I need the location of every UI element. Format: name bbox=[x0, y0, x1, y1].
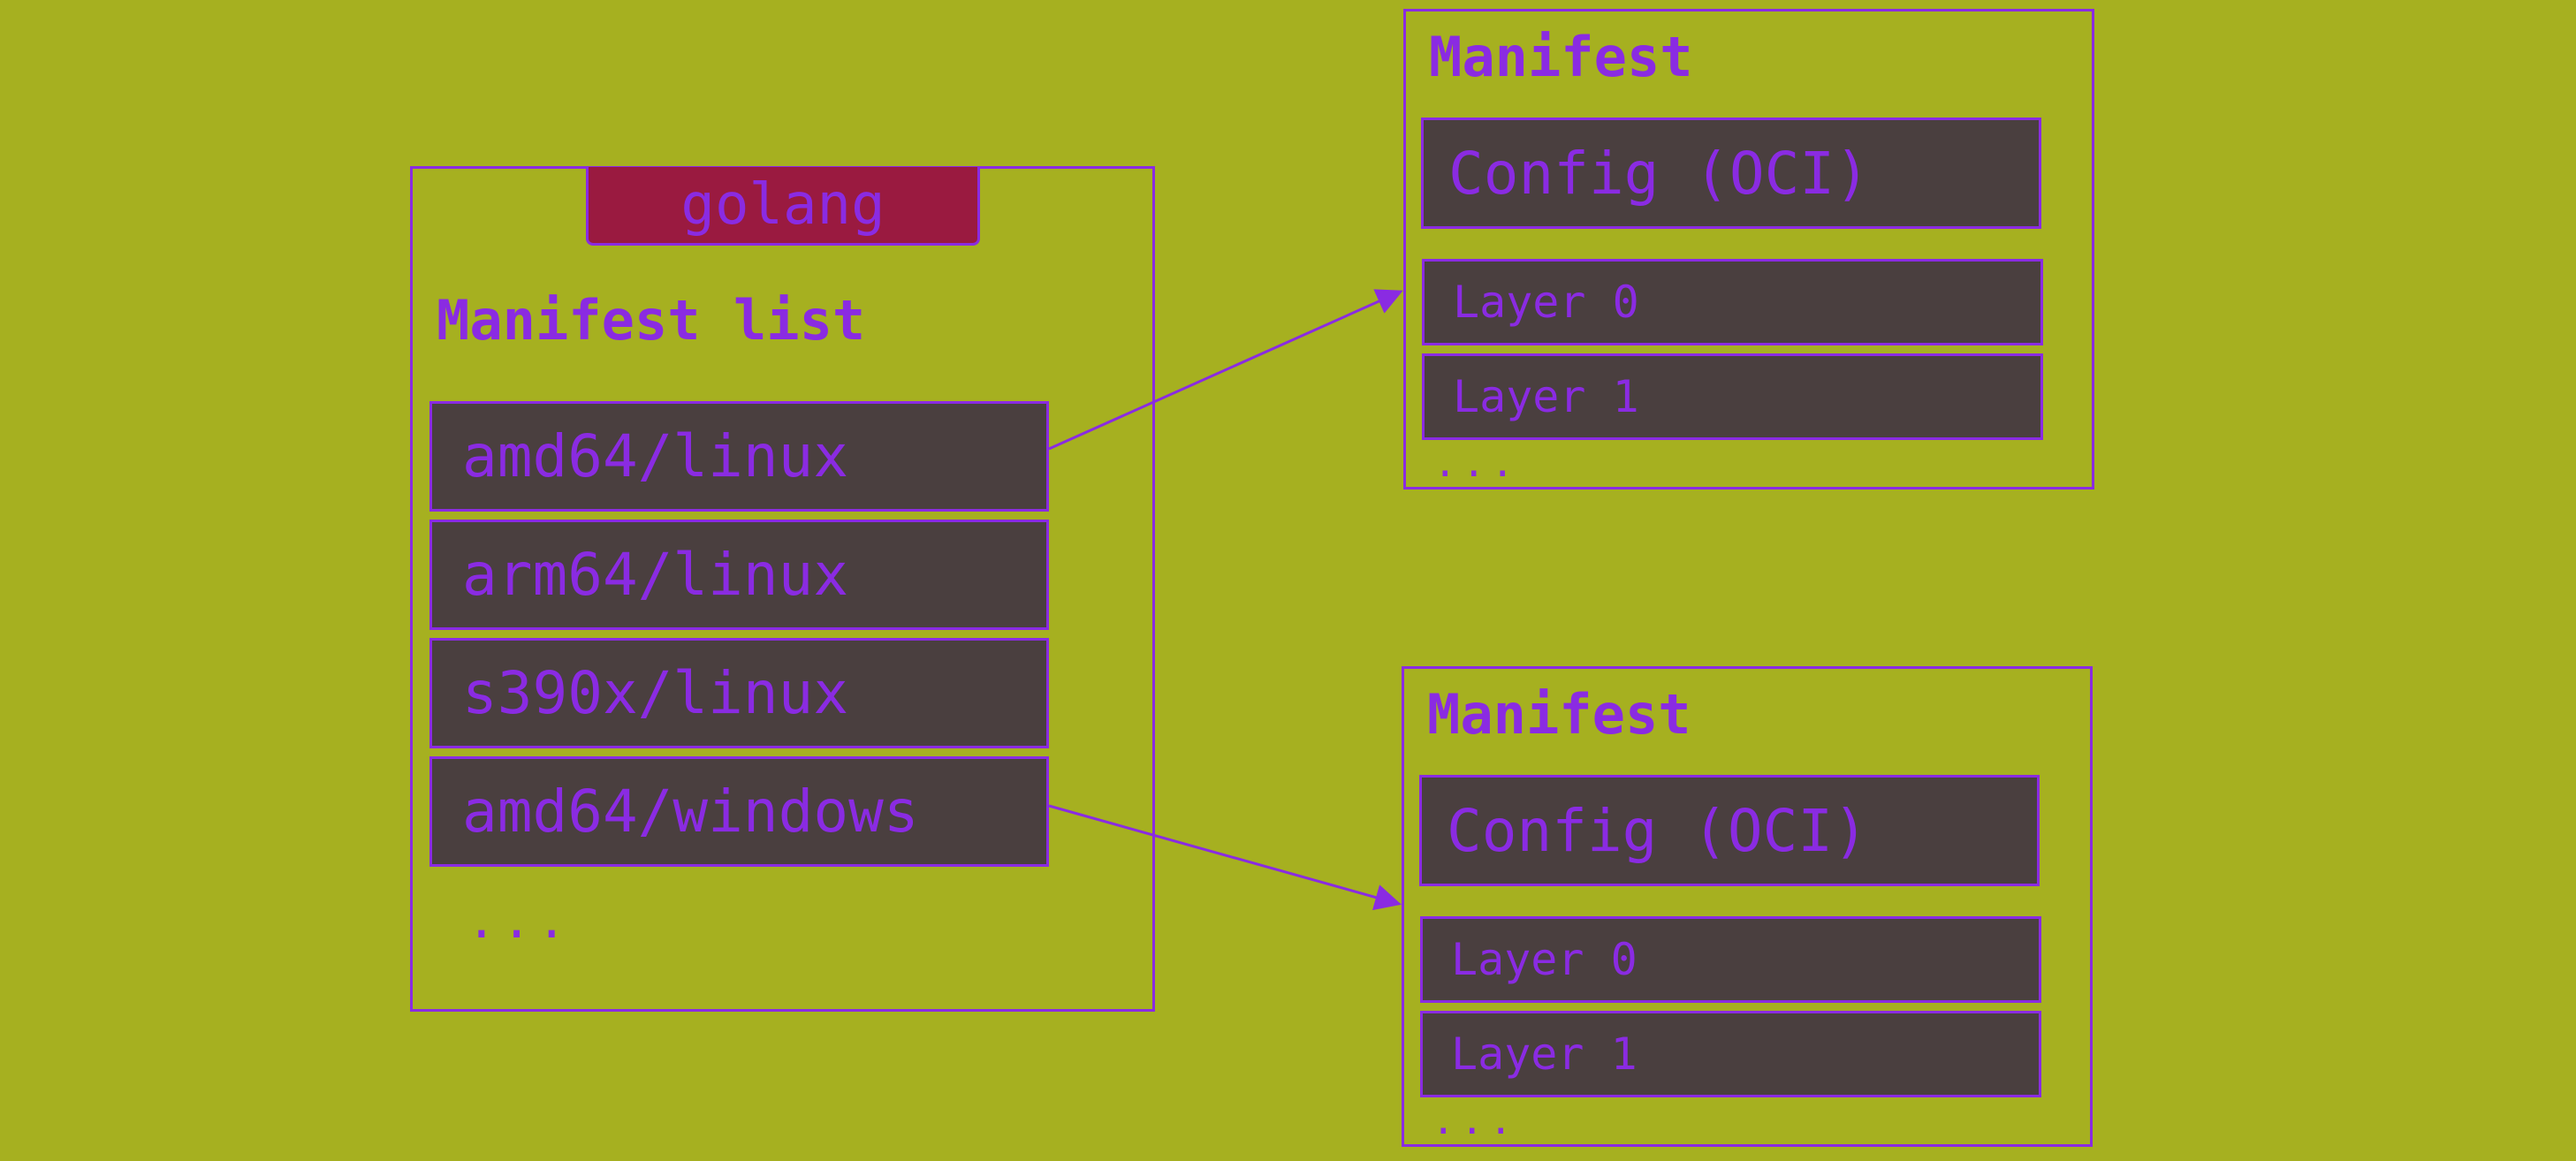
layer-label: Layer 1 bbox=[1451, 1028, 1638, 1080]
manifest-config: Config (OCI) bbox=[1421, 118, 2041, 229]
manifest-box-bottom bbox=[1402, 666, 2093, 1147]
manifest-layer: Layer 0 bbox=[1422, 259, 2043, 345]
platform-entry-s390x-linux: s390x/linux bbox=[429, 638, 1049, 748]
config-label: Config (OCI) bbox=[1448, 139, 1870, 208]
manifest-box-top bbox=[1403, 9, 2094, 489]
platform-label: amd64/linux bbox=[462, 422, 849, 490]
manifest-title: Manifest bbox=[1429, 25, 1693, 89]
config-label: Config (OCI) bbox=[1447, 796, 1868, 865]
layer-label: Layer 0 bbox=[1453, 277, 1639, 328]
platform-entry-arm64-linux: arm64/linux bbox=[429, 520, 1049, 630]
layer-label: Layer 1 bbox=[1453, 371, 1639, 422]
layer-label: Layer 0 bbox=[1451, 934, 1638, 985]
arrow-amd64-windows-to-manifest bbox=[1048, 804, 1402, 911]
image-tag: golang bbox=[586, 167, 980, 246]
manifest-layer: Layer 1 bbox=[1420, 1011, 2041, 1097]
manifest-layer: Layer 1 bbox=[1422, 353, 2043, 440]
platform-entry-amd64-linux: amd64/linux bbox=[429, 401, 1049, 512]
manifest-more: ... bbox=[1433, 441, 1520, 486]
manifest-title: Manifest bbox=[1427, 682, 1691, 747]
manifest-more: ... bbox=[1432, 1098, 1518, 1143]
manifest-layer: Layer 0 bbox=[1420, 916, 2041, 1003]
platform-label: s390x/linux bbox=[462, 659, 849, 727]
manifest-list-more: ... bbox=[467, 892, 573, 950]
platform-label: arm64/linux bbox=[462, 541, 849, 609]
platform-entry-amd64-windows: amd64/windows bbox=[429, 756, 1049, 867]
arrow-amd64-linux-to-manifest bbox=[1048, 289, 1403, 451]
manifest-list-title: Manifest list bbox=[437, 288, 866, 353]
platform-label: amd64/windows bbox=[462, 778, 919, 846]
manifest-config: Config (OCI) bbox=[1419, 775, 2040, 886]
